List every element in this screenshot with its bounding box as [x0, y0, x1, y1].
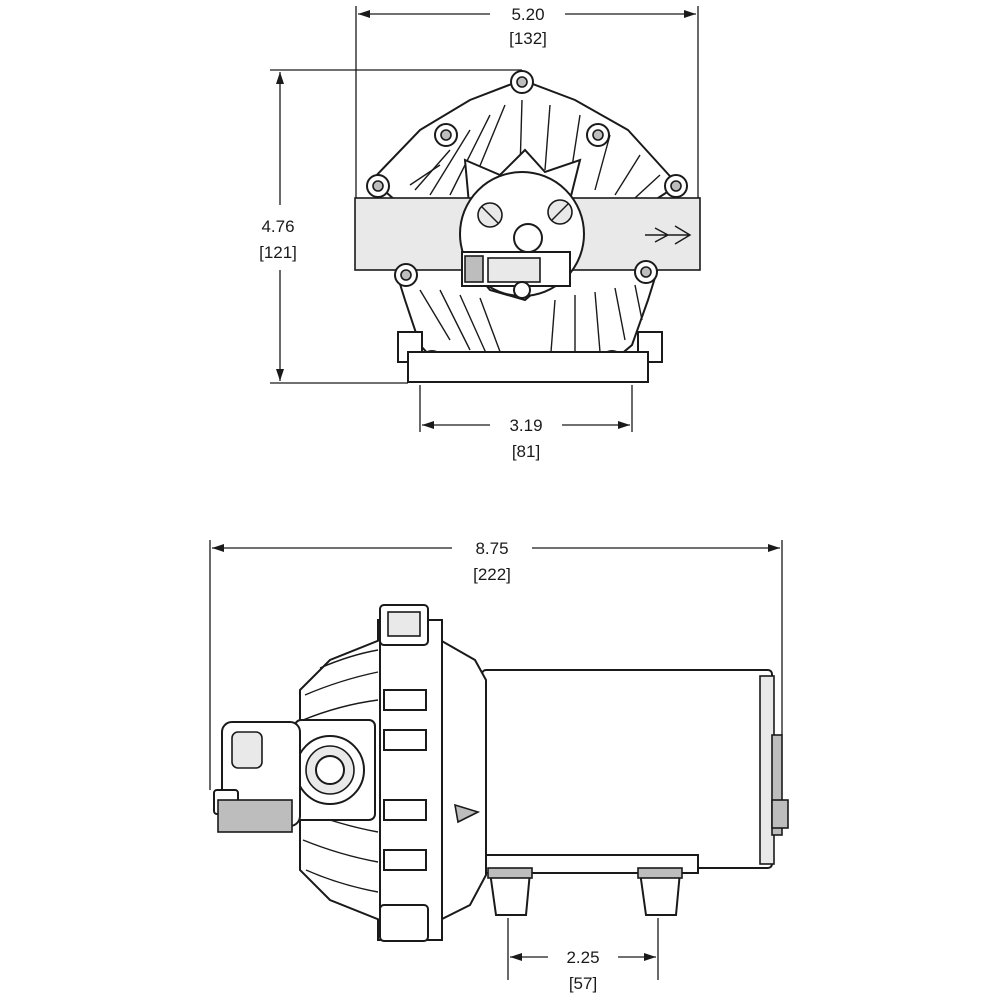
top-height-mm: [121]: [259, 243, 297, 262]
side-view-extension-lines: [209, 540, 783, 980]
top-base-mm: [81]: [512, 442, 540, 461]
side-feet-inches: 2.25: [566, 948, 599, 967]
dimension-top-width: 5.20 [132]: [358, 5, 696, 48]
side-length-mm: [222]: [473, 565, 511, 584]
dimension-top-base: 3.19 [81]: [422, 416, 630, 461]
dimension-side-length: 8.75 [222]: [212, 539, 780, 584]
pump-front-view: [354, 70, 701, 383]
top-width-inches: 5.20: [511, 5, 544, 24]
top-height-inches: 4.76: [261, 217, 294, 236]
pump-side-view: [213, 604, 789, 942]
dimension-side-feet: 2.25 [57]: [510, 948, 656, 993]
top-view-extension-lines: [270, 6, 699, 432]
top-width-mm: [132]: [509, 29, 547, 48]
side-feet-mm: [57]: [569, 974, 597, 993]
top-base-inches: 3.19: [509, 416, 542, 435]
dimension-top-height: 4.76 [121]: [259, 72, 297, 381]
side-length-inches: 8.75: [475, 539, 508, 558]
flow-arrow-icon: [645, 225, 692, 245]
